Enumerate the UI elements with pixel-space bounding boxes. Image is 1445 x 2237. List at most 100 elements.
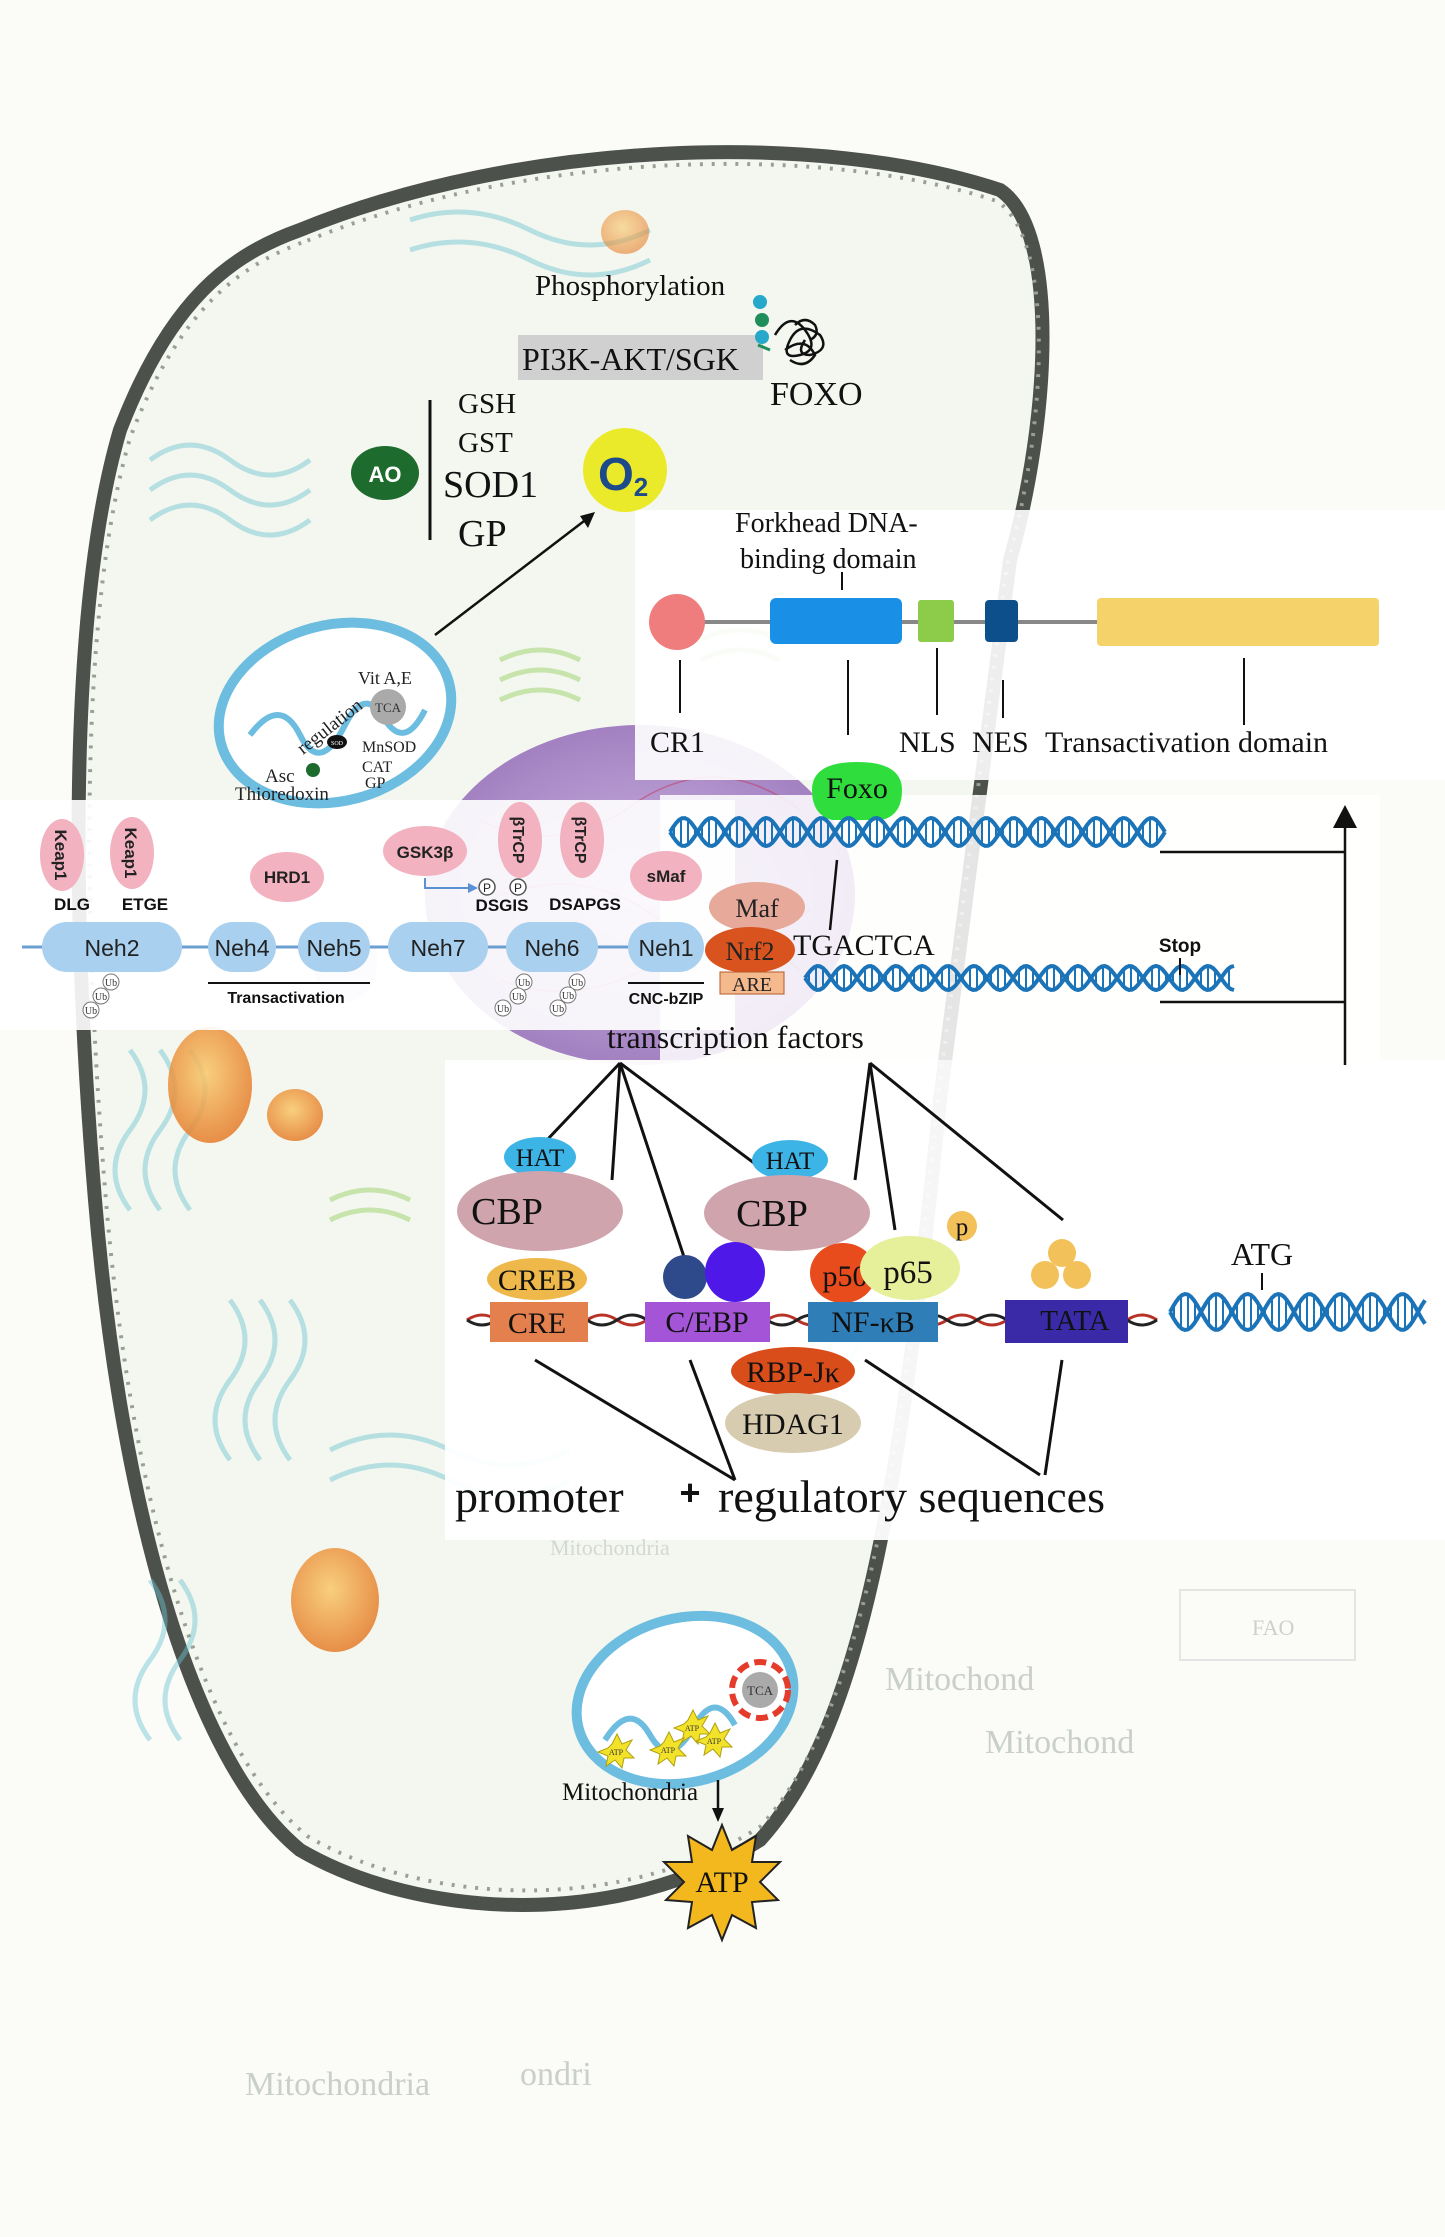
antioxidant-gst: GST: [458, 427, 513, 459]
dsapgs-label: DSAPGS: [549, 895, 621, 914]
dna-strand: [668, 815, 1167, 849]
lipid-droplet: [168, 1027, 252, 1143]
cebp-subunit-b: [705, 1242, 765, 1302]
atp-small-label-3: ATP: [707, 1737, 722, 1746]
cebp-box: [645, 1302, 770, 1342]
antioxidant-group: AO GSH GST SOD1 GP O2: [351, 388, 667, 636]
nfkb-label: NF-κB: [831, 1306, 914, 1339]
gsk3b-label: GSK3β: [397, 843, 454, 862]
regulatory-connector-lines: [534, 1358, 1064, 1482]
ub-mark: Ub: [571, 978, 583, 989]
cbp-2-label: CBP: [736, 1193, 808, 1235]
dna-strand: [803, 963, 1235, 993]
bottom-mitochondria-label: Mitochondria: [562, 1779, 698, 1806]
foxo-domain-schematic: Forkhead DNA- binding domain CR1 NLS NES…: [649, 508, 1379, 931]
neh7-label: Neh7: [411, 935, 466, 961]
tca-cycle-icon: [370, 689, 406, 725]
mito-gp-label: GP: [365, 775, 386, 792]
phosphorylation-label: Phosphorylation: [535, 270, 726, 302]
domain-nls: [918, 600, 954, 642]
cebp-subunit-a: [663, 1255, 707, 1299]
hat-1: [504, 1137, 576, 1177]
btrcp-a-label: βTrCP: [509, 816, 526, 863]
domain-cr1: [649, 594, 705, 650]
creb: [487, 1258, 587, 1300]
hrd1-label: HRD1: [264, 868, 310, 887]
tca-cycle-icon: [729, 1659, 791, 1721]
mito-vit-label: Vit A,E: [358, 668, 412, 688]
tf-connector-lines: [526, 1061, 1064, 1261]
hat-2-label: HAT: [766, 1148, 815, 1175]
faded-mitochond-2: Mitochond: [985, 1724, 1134, 1761]
ub-mark: Ub: [95, 992, 107, 1003]
ub-mark: Ub: [518, 978, 530, 989]
neh2-label: Neh2: [85, 935, 140, 961]
lipid-droplet: [267, 1089, 323, 1141]
domain-neh5: [298, 922, 370, 972]
regulatory-sequences-label: regulatory sequences: [718, 1471, 1105, 1522]
domain-neh2: [42, 922, 182, 972]
domain-neh7: [388, 922, 488, 972]
ub-mark: Ub: [552, 1004, 564, 1015]
atp-star-icon: ATP: [661, 1822, 783, 1943]
mito-cat-label: CAT: [362, 759, 392, 776]
arrow-head-up: [1333, 805, 1357, 828]
panel-transcription: [445, 1060, 1445, 1540]
ub-mark: Ub: [562, 991, 574, 1002]
gsk3b: [383, 826, 467, 876]
foxo-protein-label: Foxo: [826, 772, 888, 805]
cbp-1: [457, 1171, 623, 1251]
forkhead-label-line2: binding domain: [740, 544, 917, 575]
ubiquitin-marks: Ub Ub Ub Ub Ub Ub Ub Ub Ub: [82, 973, 586, 1019]
forkhead-label-line1: Forkhead DNA-: [735, 508, 918, 539]
nrf2-schematic: Keap1 Keap1 DLG ETGE HRD1 GSK3β βTrCP βT…: [22, 802, 1201, 1019]
phospho-p2: P: [514, 881, 522, 895]
are-label: ARE: [732, 974, 772, 996]
atp-small-label-1: ATP: [685, 1724, 700, 1733]
p65-phospho-label: p: [956, 1214, 969, 1241]
nrf2-protein: [705, 927, 795, 973]
lipid-droplet: [291, 1548, 379, 1652]
keap1-b-label: Keap1: [121, 827, 140, 878]
dlg-label: DLG: [54, 895, 90, 914]
nfkb-box: [808, 1302, 938, 1342]
faded-labels: Mitochondria Mitochond Mitochond Mitocho…: [245, 1535, 1356, 2103]
smaf: [630, 851, 702, 901]
lipid-droplet: [601, 210, 649, 254]
faded-fao: FAO: [1252, 1615, 1294, 1640]
btrcp-b-label: βTrCP: [571, 816, 588, 863]
atp-star-icon: [596, 1708, 734, 1770]
foxo-protein-icon: [773, 318, 825, 366]
domain-neh1: [628, 922, 704, 972]
antioxidant-sod1: SOD1: [443, 464, 538, 506]
neh6-label: Neh6: [525, 935, 580, 961]
p50: [810, 1243, 876, 1303]
transcription-factors-title: transcription factors: [607, 1019, 864, 1055]
pathway-box: [518, 335, 763, 380]
hdag1: [725, 1393, 861, 1453]
btrcp-b: [560, 802, 604, 878]
btrcp-a: [498, 802, 542, 878]
o2-label: O2: [598, 448, 648, 502]
nrf2-label: Nrf2: [725, 937, 774, 966]
faded-mitochondria-1: Mitochondria: [550, 1535, 670, 1560]
mito-mnsod-label: MnSOD: [362, 739, 416, 756]
atp-small-label-4: ATP: [609, 1748, 624, 1757]
mito-tca-label: TCA: [375, 700, 402, 715]
tata-box: [1005, 1300, 1128, 1343]
cbp-1-label: CBP: [471, 1191, 543, 1233]
atp-small-label-2: ATP: [661, 1746, 676, 1755]
dna-strand: [1168, 1291, 1427, 1333]
mito-thioredoxin-label: Thioredoxin: [235, 784, 329, 805]
cnc-bzip-label: CNC-bZIP: [629, 991, 704, 1008]
cbp-2: [704, 1175, 870, 1251]
transcription-factors-group: transcription factors HAT CBP HAT CBP CR…: [455, 1019, 1293, 1522]
phospho-p1: P: [483, 881, 491, 895]
ao-label: AO: [369, 462, 402, 487]
neh4-label: Neh4: [215, 935, 270, 961]
foxo-label: FOXO: [770, 376, 863, 413]
ub-mark: Ub: [105, 978, 117, 989]
faded-mitochondria-2: Mitochondria: [245, 2066, 430, 2103]
atp-label: ATP: [695, 1866, 748, 1899]
